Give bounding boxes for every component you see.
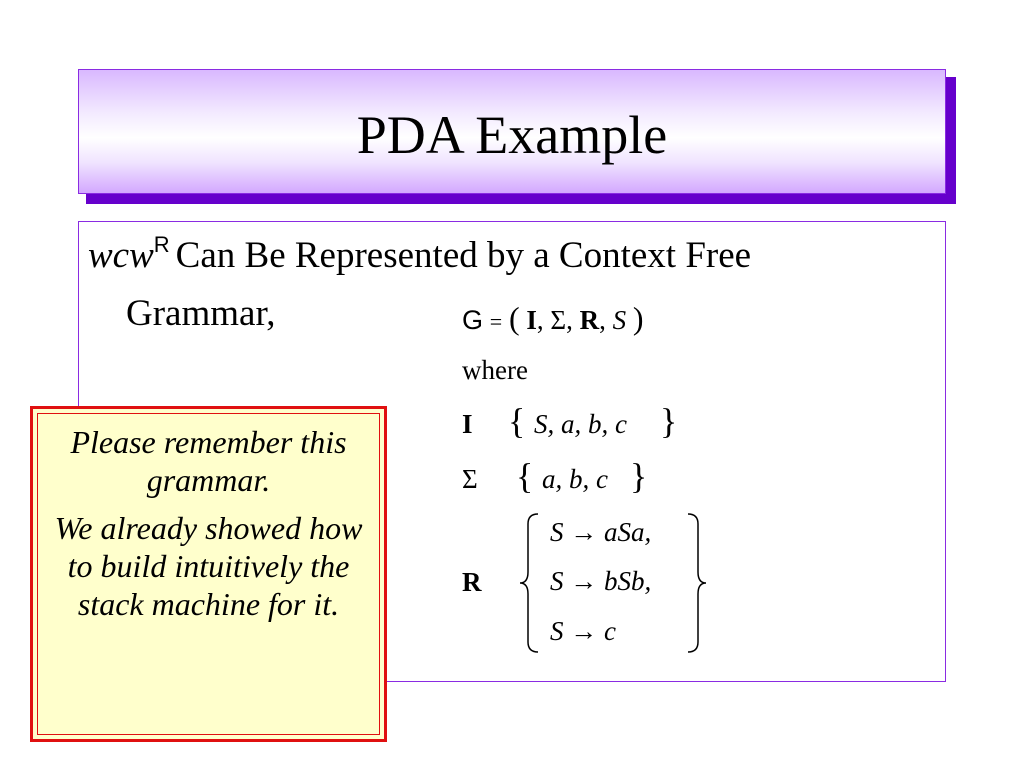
where-label: where [462, 355, 528, 385]
grammar-comma-1: , [536, 305, 544, 335]
grammar-g-letter: G [462, 305, 484, 335]
rule-1: S → aSa, [550, 517, 652, 547]
grammar-tuple-i: I [526, 305, 537, 335]
rules-right-brace [687, 513, 707, 653]
grammar-comma-3: , [599, 305, 606, 335]
grammar-tuple-s: S [612, 305, 627, 335]
grammar-lparen: ( [508, 300, 520, 336]
i-set-lbrace: { [508, 401, 526, 441]
intro-line-2: Grammar, [126, 293, 276, 334]
i-set: S, a, b, c [534, 409, 627, 439]
slide-title: PDA Example [356, 104, 668, 165]
grammar-equals: = [489, 309, 503, 334]
grammar-tuple-sigma: Σ [550, 305, 567, 335]
grammar-rparen: ) [632, 300, 644, 336]
intro-superscript: R [153, 232, 170, 257]
r-label: R [462, 567, 482, 597]
note-box: Please remember this grammar. We already… [30, 406, 387, 742]
i-set-rbrace: } [660, 401, 678, 441]
grammar-tuple-r: R [579, 305, 600, 335]
intro-italic-word: wcw [88, 235, 154, 276]
note-paragraph-1: Please remember this grammar. [70, 424, 347, 498]
sigma-label: Σ [462, 464, 478, 494]
grammar-definition: G = ( I, Σ, R, S ) [462, 300, 643, 337]
note-text: Please remember this grammar. We already… [45, 423, 372, 633]
i-label: I [462, 409, 473, 439]
grammar-comma-2: , [566, 305, 573, 335]
sigma-set-lbrace: { [516, 456, 534, 496]
rule-3: S → c [550, 616, 616, 646]
rule-2: S → bSb, [550, 566, 652, 596]
note-paragraph-2: We already showed how to build intuitive… [54, 510, 363, 622]
intro-rest: Can Be Represented by a Context Free [175, 235, 752, 276]
sigma-set-rbrace: } [630, 456, 648, 496]
sigma-set: a, b, c [542, 464, 608, 494]
title-box: PDA Example [78, 69, 946, 194]
rules-left-brace [519, 513, 539, 653]
